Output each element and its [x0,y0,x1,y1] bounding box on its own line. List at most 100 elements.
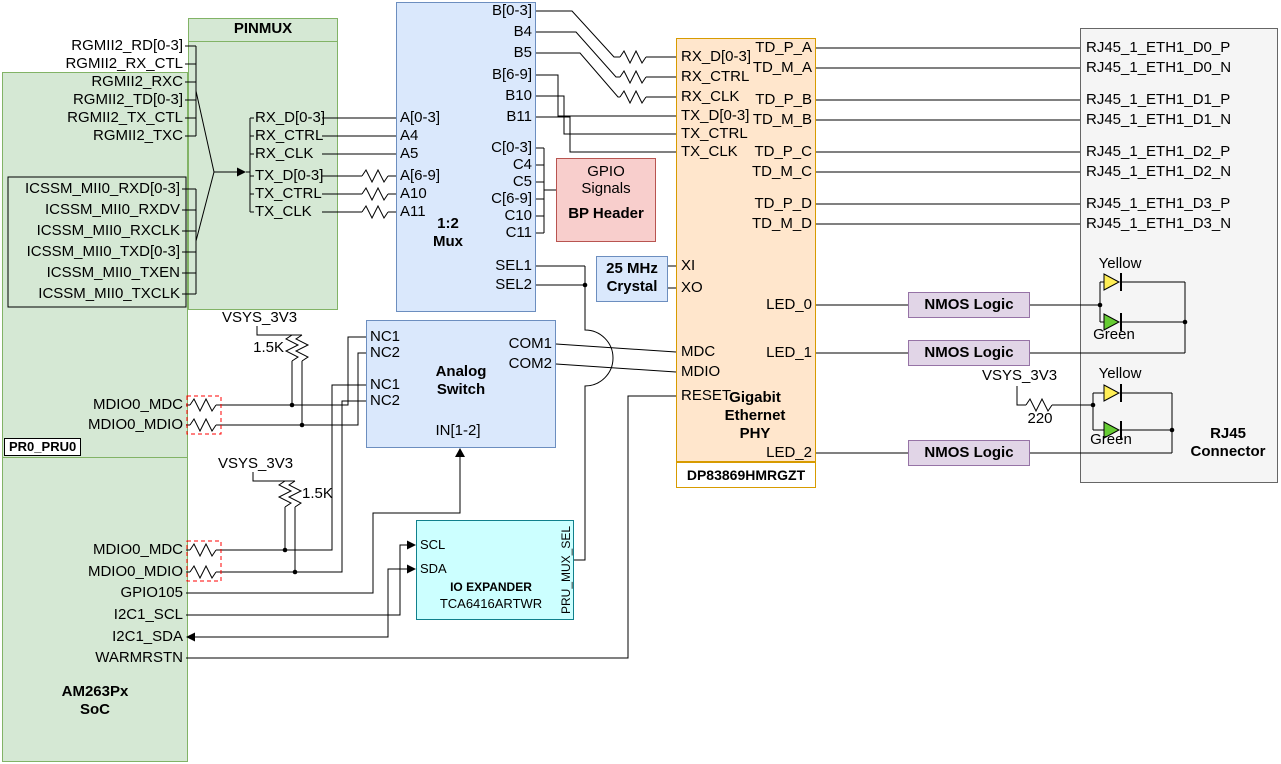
phy-pin-label: RESET [681,387,732,404]
vsys-label: VSYS_3V3 [222,309,298,326]
phy-pin-label: LED_2 [766,444,812,461]
resistor-value-label: 1.5K [302,485,333,502]
soc-pin-label: ICSSM_MII0_RXDV [44,201,180,218]
mux-block [396,2,536,312]
phy-pin-label: TX_D[0-3] [681,107,750,124]
led-color-label: Green [1093,326,1135,343]
phy-pin-label: TD_P_C [754,143,812,160]
mux-title: 1:2 [437,215,459,232]
arrow-right-icon [407,564,416,574]
analog-switch-pin-label: NC2 [370,344,401,361]
mux-pin-label: SEL1 [495,257,532,274]
phy-part-number: DP83869HMRGZT [686,467,806,483]
mux-pin-label: C10 [504,207,532,224]
phy-pin-label: TD_P_D [754,195,812,212]
mux-pin-label: A5 [400,145,419,162]
soc-title: AM263Px [61,683,129,700]
phy-pin-label: LED_0 [766,296,812,313]
soc-pin-label: MDIO0_MDIO [87,563,183,580]
pinmux-pin-label: TX_D[0-3] [255,167,324,184]
mux-pin-label: C11 [505,224,532,241]
analog-switch-pin-label: NC2 [370,392,401,409]
bp-header-title: BP Header [568,205,644,222]
soc-pin-label: RGMII2_TX_CTL [67,109,183,126]
phy-part-number-box [676,462,816,488]
rj45-pin-label: RJ45_1_ETH1_D0_P [1086,39,1231,56]
mux-pin-label: A4 [400,127,419,144]
soc-pin-label: RGMII2_TD[0-3] [72,91,183,108]
soc-pin-label: GPIO105 [120,584,183,601]
phy-pin-label: RX_CTRL [681,68,750,85]
soc-pin-label: MDIO0_MDC [92,541,183,558]
phy-pin-label: TD_M_D [751,215,812,232]
nmos-logic-block: NMOS Logic [908,440,1030,466]
bp-header-text: GPIO [587,163,625,180]
soc-pin-label: RGMII2_RXC [91,73,183,90]
nmos-logic-block: NMOS Logic [908,340,1030,366]
pinmux-pin-label: TX_CTRL [255,185,322,202]
rj45-pin-label: RJ45_1_ETH1_D1_N [1086,111,1232,128]
phy-pin-label: TD_M_C [751,163,812,180]
rj45-title: Connector [1190,443,1266,460]
pinmux-block [188,18,338,310]
mux-pin-label: C[6-9] [491,190,532,207]
phy-pin-label: TX_CLK [681,143,738,160]
led-color-label: Green [1090,431,1132,448]
phy-pin-label: RX_D[0-3] [681,48,752,65]
mux-pin-label: SEL2 [495,276,532,293]
phy-pin-label: TD_M_B [752,111,812,128]
phy-pin-label: XI [681,257,696,274]
red-dashed-boxes [186,395,222,582]
rj45-pin-label: RJ45_1_ETH1_D2_P [1086,143,1231,160]
mux-pin-label: C[0-3] [491,139,532,156]
phy-pin-label: LED_1 [766,344,812,361]
soc-pin-label: ICSSM_MII0_TXEN [46,264,180,281]
soc-pin-label: ICSSM_MII0_RXCLK [36,222,180,239]
soc-pin-label: I2C1_SCL [113,606,183,623]
soc-pin-label: I2C1_SDA [112,628,183,645]
analog-switch-pin-label: IN[1-2] [435,422,481,439]
mux-pin-label: C4 [512,156,532,173]
arrow-up-icon [455,448,465,457]
vsys-label: VSYS_3V3 [218,455,294,472]
soc-pin-label: ICSSM_MII0_TXCLK [38,285,180,302]
resistor-value-label: 1.5K [253,339,284,356]
mux-pin-label: B4 [513,23,532,40]
phy-pin-label: MDIO [681,363,721,380]
soc-pin-label: ICSSM_MII0_RXD[0-3] [24,180,180,197]
mux-pin-label: A10 [400,185,427,202]
phy-pin-label: TD_P_A [755,39,812,56]
rj45-title: RJ45 [1210,425,1246,442]
io-expander-part-number: TCA6416ARTWR [439,596,543,611]
io-expander-pin-label: SDA [420,561,447,576]
bp-header-block [556,158,656,242]
io-expander-pin-label: SCL [420,537,446,552]
mux-pin-label: A11 [400,203,426,220]
mux-pin-label: B[0-3] [491,2,532,19]
pinmux-pin-label: RX_CTRL [255,127,324,144]
phy-pin-label: RX_CLK [681,88,740,105]
mux-title: Mux [433,233,463,250]
soc-pin-label: ICSSM_MII0_TXD[0-3] [26,243,180,260]
rj45-pin-label: RJ45_1_ETH1_D2_N [1086,163,1232,180]
phy-pin-label: TX_CTRL [681,125,748,142]
mux-pin-label: B5 [513,44,532,61]
soc-pin-label: RGMII2_TXC [92,127,183,144]
led-color-label: Yellow [1098,365,1142,382]
mux-pin-label: B10 [505,87,532,104]
analog-switch-title: Switch [436,381,486,398]
phy-pin-label: XO [681,279,703,296]
rj45-pin-label: RJ45_1_ETH1_D3_P [1086,195,1231,212]
io-expander-pin-label: PRU_MUX_SEL [559,525,573,615]
mux-pin-label: A[6-9] [400,167,441,184]
pinmux-pin-label: RX_CLK [255,145,314,162]
io-expander-title: IO EXPANDER [450,580,532,594]
soc-title: SoC [80,701,110,718]
rj45-pin-label: RJ45_1_ETH1_D0_N [1086,59,1232,76]
pru-label: PR0_PRU0 [4,438,82,456]
soc-pin-label: MDIO0_MDC [92,396,183,413]
vsys-label: VSYS_3V3 [982,367,1058,384]
phy-pin-label: TD_P_B [755,91,812,108]
mux-pin-label: B[6-9] [491,66,532,83]
